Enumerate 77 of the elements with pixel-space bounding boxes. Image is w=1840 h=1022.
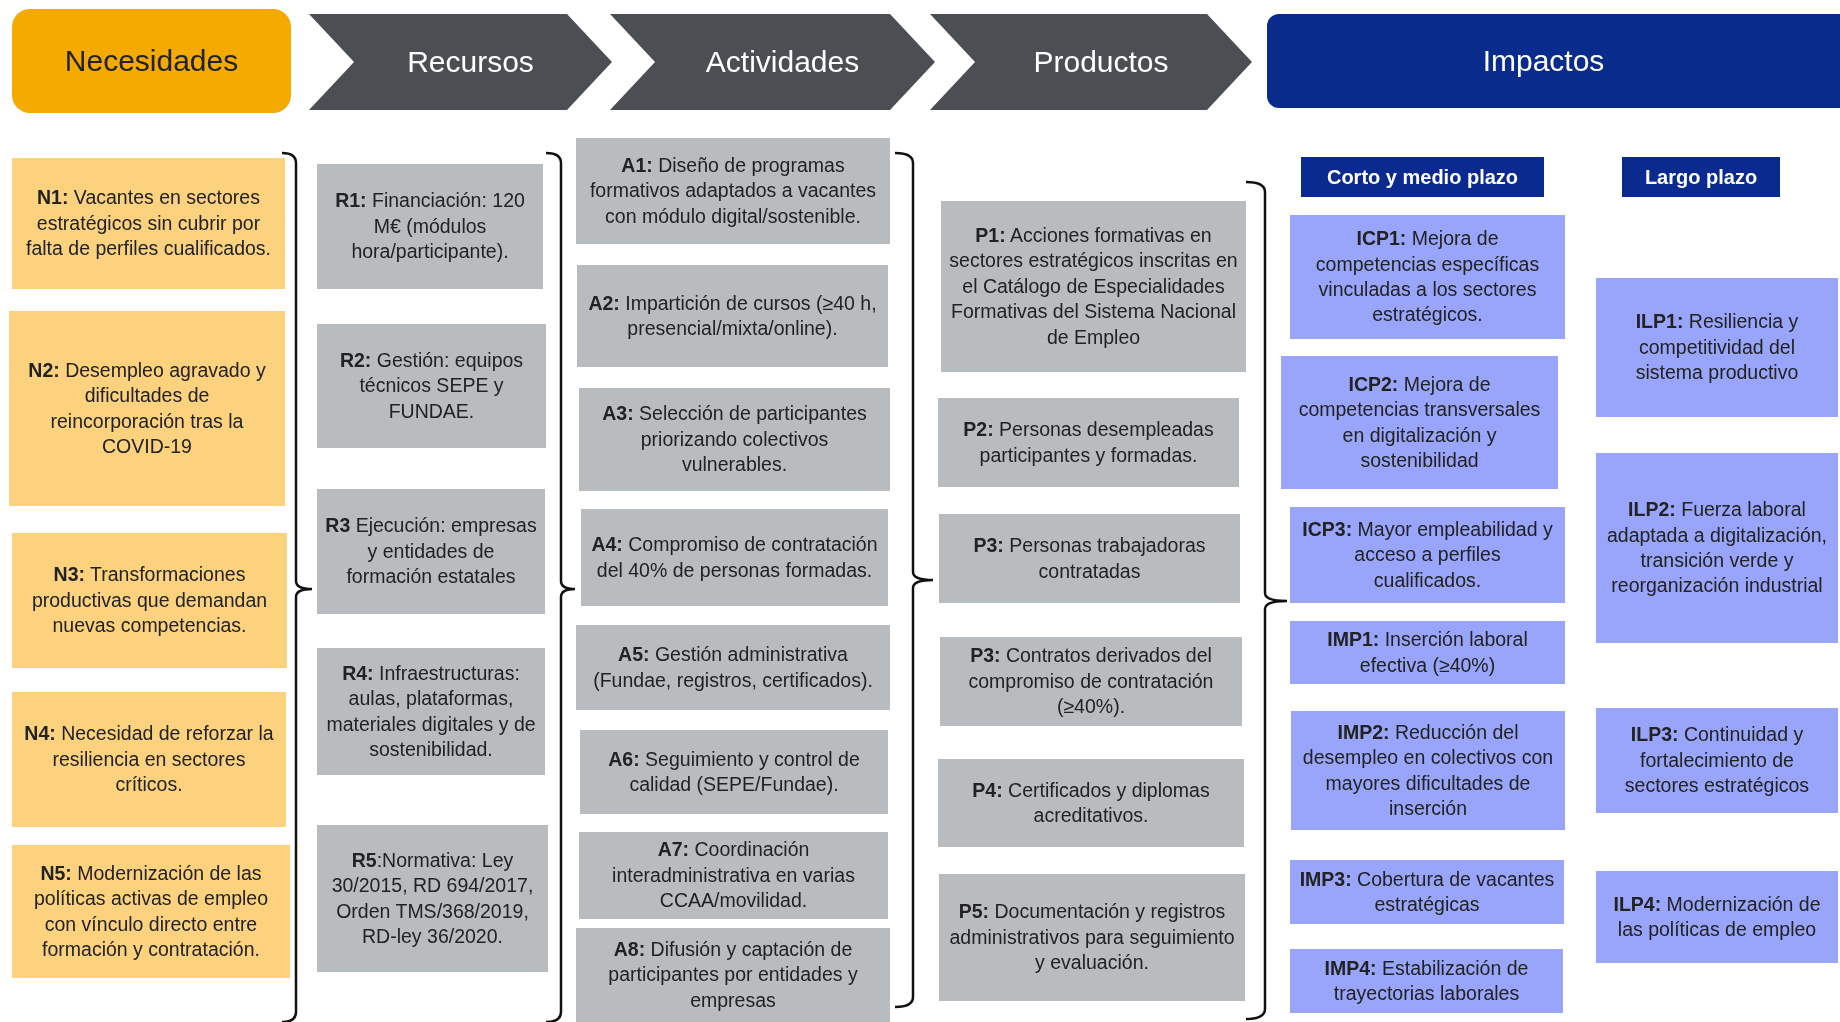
need-box	[12, 692, 286, 827]
need-box	[12, 533, 287, 668]
impact-box	[1290, 949, 1563, 1013]
need-box	[12, 845, 290, 978]
box-text: R1: Financiación: 120 M€ (módulos hora/participante).	[334, 188, 526, 265]
box-text: N2: Desempleo agravado y dificultades de reincorporación tras la COVID-19	[27, 357, 267, 459]
box-text: A6: Seguimiento y control de calidad (SEPE/Fundae).	[607, 746, 861, 797]
box-text: R4: Infraestructuras: aulas, plataformas, materiales digitales y de sostenibilidad.	[325, 660, 537, 762]
impact-box	[1596, 453, 1838, 643]
section-heading: Largo plazo	[1622, 157, 1780, 197]
text-box	[317, 648, 545, 775]
box-text: IMP2: Reducción del desempleo en colectivos con mayores dificultades de inserción	[1301, 719, 1555, 821]
box-text: A2: Impartición de cursos (≥40 h, presencial/mixta/online).	[587, 290, 878, 341]
header-title: Productos	[1033, 45, 1169, 79]
need-box	[12, 158, 285, 289]
header-title: Necesidades	[64, 44, 239, 78]
impact-box	[1290, 215, 1565, 339]
impact-box	[1291, 711, 1565, 830]
box-text: ICP3: Mayor empleabilidad y acceso a perfiles cualificados.	[1301, 517, 1554, 593]
box-text: P5: Documentación y registros administrativos para seguimiento y evaluación.	[948, 899, 1236, 976]
impact-box	[1290, 860, 1564, 924]
box-text: IMP3: Cobertura de vacantes estratégicas	[1298, 866, 1556, 917]
text-box	[579, 388, 890, 491]
box-text: A4: Compromiso de contratación del 40% de personas formadas.	[590, 532, 879, 583]
text-box	[579, 832, 888, 919]
impact-box	[1596, 708, 1838, 813]
text-box	[580, 730, 888, 814]
box-text: ILP1: Resiliencia y competitividad del sistema productivo	[1634, 309, 1800, 386]
box-text: N4: Necesidad de reforzar la resiliencia en sectores críticos.	[23, 721, 275, 798]
box-text: A3: Selección de participantes priorizando colectivos vulnerables.	[601, 401, 868, 478]
box-text: N5: Modernización de las políticas activas de empleo con vínculo directo entre formación y contratación.	[32, 860, 270, 962]
text-box	[939, 514, 1240, 603]
box-text: ILP2: Fuerza laboral adaptada a digitalización, transición verde y reorganización industrial	[1605, 497, 1829, 599]
text-box	[576, 928, 890, 1022]
impact-box	[1290, 621, 1565, 684]
text-box	[576, 138, 890, 244]
box-text: ICP2: Mejora de competencias transversales en digitalización y sostenibilidad	[1297, 371, 1542, 473]
box-text: IMP4: Estabilización de trayectorias laborales	[1323, 955, 1530, 1006]
text-box	[938, 759, 1244, 847]
box-text: A7: Coordinación interadministrativa en varias CCAA/movilidad.	[611, 837, 856, 914]
header-title: Actividades	[705, 45, 860, 79]
text-box	[577, 265, 888, 367]
box-text: P2: Personas desempleadas participantes y formadas.	[962, 417, 1215, 468]
box-text: A8: Difusión y captación de participantes por entidades y empresas	[607, 937, 859, 1013]
box-text: N1: Vacantes en sectores estratégicos sin cubrir por falta de perfiles cualificados.	[25, 185, 272, 262]
box-text: N3: Transformaciones productivas que demandan nuevas competencias.	[30, 562, 269, 639]
impact-box	[1596, 278, 1838, 417]
box-text: A5: Gestión administrativa (Fundae, registros, certificados).	[592, 642, 874, 693]
box-text: ICP1: Mejora de competencias específicas vinculadas a los sectores estratégicos.	[1314, 226, 1541, 328]
box-text: ILP4: Modernización de las políticas de empleo	[1612, 891, 1822, 942]
section-heading: Corto y medio plazo	[1301, 157, 1544, 197]
box-text: R3 Ejecución: empresas y entidades de formación estatales	[325, 513, 537, 590]
impact-box	[1281, 356, 1558, 489]
box-text: ILP3: Continuidad y fortalecimiento de sectores estratégicos	[1623, 722, 1811, 799]
header-title: Recursos	[407, 45, 534, 79]
need-box	[9, 311, 285, 506]
text-box	[576, 625, 890, 710]
text-box	[938, 398, 1239, 487]
header-title: Impactos	[1482, 44, 1605, 78]
box-text: IMP1: Inserción laboral efectiva (≥40%)	[1326, 627, 1529, 678]
text-box	[317, 489, 545, 614]
text-box	[941, 201, 1246, 372]
box-text: R2: Gestión: equipos técnicos SEPE y FUNDAE.	[338, 348, 525, 424]
text-box	[317, 164, 543, 289]
text-box	[939, 874, 1245, 1001]
text-box	[317, 825, 548, 972]
box-text: R5:Normativa: Ley 30/2015, RD 694/2017, Orden TMS/368/2019, RD-ley 36/2020.	[330, 847, 535, 949]
box-text: P1: Acciones formativas en sectores estratégicos inscritas en el Catálogo de Especialidades Formativas del Sistema Nacional de Empleo	[949, 223, 1238, 350]
box-text: P4: Certificados y diplomas acreditativos.	[971, 777, 1211, 828]
impact-box	[1290, 507, 1565, 603]
box-text: P3: Contratos derivados del compromiso de contratación (≥40%).	[967, 643, 1215, 720]
text-box	[940, 637, 1242, 726]
text-box	[581, 509, 888, 606]
impact-box	[1596, 871, 1838, 963]
box-text: P3: Personas trabajadoras contratadas	[972, 533, 1207, 584]
box-text: A1: Diseño de programas formativos adaptados a vacantes con módulo digital/sostenible.	[588, 153, 878, 229]
text-box	[317, 324, 546, 448]
